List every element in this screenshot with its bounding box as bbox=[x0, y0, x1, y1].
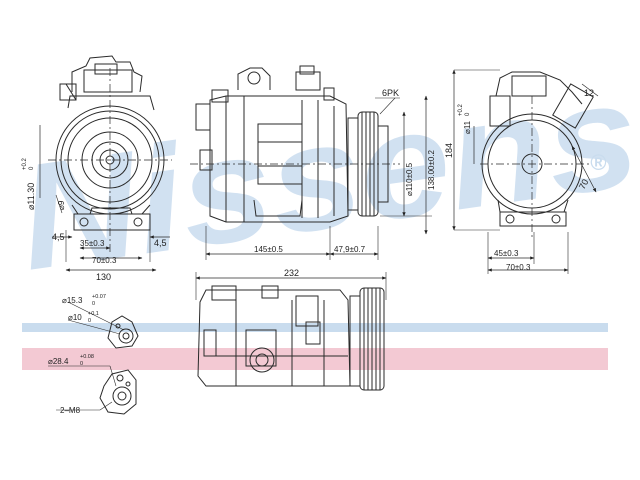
port-dia-10: ⌀10 bbox=[68, 313, 82, 322]
front-dim-4-5-left: 4,5 bbox=[52, 232, 65, 242]
port-dia-15-3-tol-bottom: 0 bbox=[92, 301, 95, 307]
rear-dia11-tol-top: +0.2 bbox=[458, 103, 464, 116]
port-dia-10-tol-top: +0.1 bbox=[88, 311, 99, 317]
side-dim-110: ⌀110±0.5 bbox=[405, 162, 414, 196]
rear-dim-70: 70±0.3 bbox=[506, 263, 531, 272]
side-belt-6pk: 6PK bbox=[382, 88, 399, 98]
side-dim-145: 145±0.5 bbox=[254, 245, 283, 254]
port-details bbox=[48, 301, 139, 415]
side-view bbox=[190, 65, 432, 260]
rear-dim-70-diagonal: 70 bbox=[577, 177, 591, 191]
front-dim-4-5-right: 4,5 bbox=[154, 238, 167, 248]
front-shaft-tol-bottom: 0 bbox=[29, 166, 35, 170]
rear-dia11-tol-bottom: 0 bbox=[465, 112, 471, 116]
front-dim-35: 35±0.3 bbox=[80, 239, 105, 248]
front-view bbox=[39, 55, 172, 272]
rear-dia-11: ⌀11 bbox=[463, 120, 472, 134]
port-thread-2-m8: 2–M8 bbox=[60, 406, 81, 415]
front-dim-130: 130 bbox=[96, 272, 111, 282]
rear-dim-45: 45±0.3 bbox=[494, 249, 519, 258]
port-dia-10-tol-bottom: 0 bbox=[88, 318, 91, 324]
port-dia-28-4-tol-top: +0.08 bbox=[80, 354, 94, 360]
rear-view bbox=[452, 69, 599, 274]
front-dia-9: ⌀9 bbox=[57, 200, 66, 210]
port-dia-15-3-tol-top: +0.07 bbox=[92, 294, 106, 300]
blue-band bbox=[22, 323, 608, 332]
rear-dim-184: 184 bbox=[444, 143, 454, 158]
bottom-dim-232: 232 bbox=[284, 268, 299, 278]
front-dim-70: 70±0.3 bbox=[92, 256, 117, 265]
front-shaft-tol-top: +0.2 bbox=[22, 157, 28, 170]
port-dia-15-3: ⌀15.3 bbox=[62, 296, 83, 305]
bottom-view bbox=[195, 272, 387, 391]
side-dim-47-9: 47,9±0.7 bbox=[334, 245, 366, 254]
dimension-labels: ⌀11.30 +0.2 0 ⌀9 4,5 4,5 35±0.3 70±0.3 1… bbox=[22, 88, 594, 415]
pink-band bbox=[22, 348, 608, 370]
port-dia-28-4-tol-bottom: 0 bbox=[80, 361, 83, 367]
rear-dim-12: 12 bbox=[584, 88, 594, 98]
watermark-registered-mark: ® bbox=[590, 150, 607, 175]
side-dim-138: 138.00±0.2 bbox=[427, 149, 436, 190]
front-shaft-diameter: ⌀11.30 bbox=[26, 183, 36, 210]
port-dia-28-4: ⌀28.4 bbox=[48, 357, 69, 366]
